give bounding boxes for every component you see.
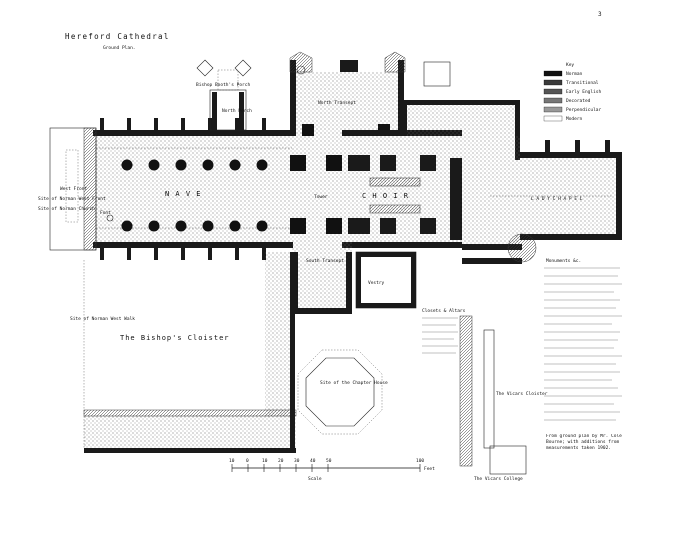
north-transept: North Transept [289,51,406,136]
bishops-cloister: Site of Norman West Walk The Bishop's Cl… [70,252,297,453]
closets-heading: Closets & Altars [422,308,466,314]
key-swatch-early-english [543,88,563,95]
label-west-front: West Front [60,186,87,192]
bishop-booths-porch: Bishop Booth's Porch North Porch [196,59,252,131]
label-chapter-house: Site of the Chapter House [320,380,388,386]
retrochoir [402,100,522,264]
key-swatch-modern [543,115,563,122]
key-label-perpendicular: Perpendicular [566,107,602,113]
monuments-heading: Monuments &c. [546,258,581,264]
label-bishops-cloister: The Bishop's Cloister [120,334,230,342]
label-vicars-cloister: The Vicars Cloister [496,391,548,397]
scale-tick-7: 100 [416,458,424,464]
label-bishop-booths-porch: Bishop Booth's Porch [196,82,250,88]
label-lady-chapel: L A D Y C H A P E L [531,196,583,202]
tower-crossing: Tower [290,136,342,242]
key-label-norman: Norman [566,71,583,77]
scale-tick-5: 40 [310,458,316,464]
scale-label: Scale [308,476,322,482]
label-tower: Tower [314,194,328,200]
scale-unit: Feet [424,466,435,472]
page-subtitle: Ground Plan. [103,45,136,51]
label-nave: N A V E [165,190,202,198]
page-number: 3 [598,11,602,18]
key-legend: Key Norman Transitional Early English De… [423,61,602,122]
key-swatch-norman [543,70,563,77]
label-site-norman-west-walk: Site of Norman West Walk [70,316,135,322]
key-swatch-transitional [543,79,563,86]
scale-tick-4: 30 [294,458,300,464]
south-transept: South Transept [292,242,352,314]
scale-bar: 10 0 10 20 30 40 50 100 Feet Scale [229,458,435,482]
key-label-transitional: Transitional [566,80,599,86]
choir: C H O I R [342,130,462,248]
label-site-norman-church: Site of Norman Church [38,206,95,212]
chapter-house: Site of the Chapter House [297,349,388,435]
vicars-cloister: The Vicars Cloister The Vicars College [459,315,548,482]
key-swatch-decorated [543,97,563,104]
scale-tick-1: 0 [246,458,249,464]
key-label-early-english: Early English [566,89,602,95]
page-title: Hereford Cathedral [65,32,170,41]
label-north-porch: North Porch [222,108,252,114]
scale-tick-0: 10 [229,458,235,464]
label-choir: C H O I R [362,192,409,200]
scale-tick-2: 10 [262,458,268,464]
label-vestry: Vestry [368,280,385,286]
label-south: South Transept [306,258,344,264]
key-label-modern: Modern [566,116,583,122]
label-site-norman-west-front: Site of Norman West Front [38,196,106,202]
key-label-decorated: Decorated [566,98,591,104]
plan-credit: From ground plan by Mr. Cole Bourne; wit… [546,434,622,451]
label-font: Font [100,210,111,216]
lady-chapel: L A D Y C H A P E L [490,140,622,263]
label-north-transept: North Transept [318,100,356,106]
key-heading: Key [566,62,574,68]
key-swatch-perpendicular [543,106,563,113]
vestry: Vestry [355,251,417,309]
monuments-list: Monuments &c. Closets & Altars [422,258,622,421]
nave-buttresses [100,118,266,260]
west-front: West Front Site of Norman West Front Sit… [38,127,106,251]
scale-tick-3: 20 [278,458,284,464]
scale-tick-6: 50 [326,458,332,464]
label-vicars-college: The Vicars College [474,476,523,482]
nave-piers: N A V E Font [100,159,268,232]
